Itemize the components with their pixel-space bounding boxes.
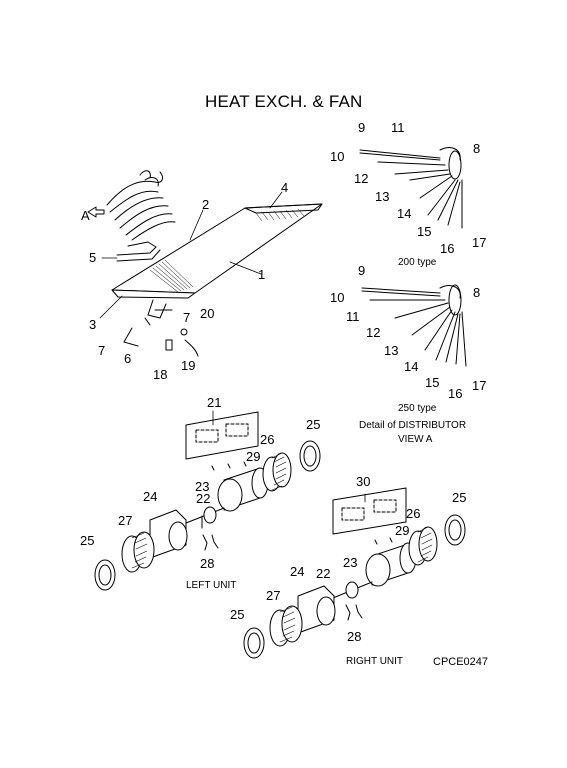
callout-right-25-right: 25 [452, 490, 467, 505]
callout-4: 4 [281, 180, 289, 195]
distributor-250 [361, 284, 467, 367]
callout-left-25-left: 25 [80, 533, 95, 548]
caption-200-type: 200 type [398, 257, 437, 268]
caption-view-a: VIEW A [398, 434, 433, 445]
callout-200-16: 16 [440, 241, 455, 256]
caption-left-unit: LEFT UNIT [186, 580, 237, 591]
callout-7-left: 7 [98, 343, 106, 358]
left-fan-unit [94, 411, 321, 591]
callout-left-28: 28 [200, 556, 215, 571]
callout-left-25-right: 25 [306, 417, 321, 432]
callout-250-14: 14 [404, 359, 419, 374]
drawing-code: CPCE0247 [433, 656, 489, 668]
callout-250-12: 12 [366, 325, 381, 340]
callout-left-23: 23 [195, 479, 210, 494]
callout-right-30: 30 [356, 474, 371, 489]
heat-exchanger [87, 170, 323, 299]
callout-200-15: 15 [417, 224, 432, 239]
callout-250-15: 15 [425, 375, 440, 390]
callout-right-29: 29 [395, 523, 410, 538]
caption-detail-distributor: Detail of DISTRIBUTOR [359, 420, 467, 431]
callout-3: 3 [89, 317, 97, 332]
callout-left-24: 24 [143, 489, 158, 504]
diagram-title: HEAT EXCH. & FAN [205, 92, 363, 111]
callout-200-8: 8 [473, 141, 481, 156]
callout-right-23: 23 [343, 555, 358, 570]
callout-250-10: 10 [330, 290, 345, 305]
callout-left-26: 26 [260, 432, 275, 447]
callout-200-10: 10 [330, 149, 345, 164]
callout-20: 20 [200, 306, 215, 321]
caption-right-unit: RIGHT UNIT [346, 656, 404, 667]
callout-250-16: 16 [448, 386, 463, 401]
callout-right-27: 27 [266, 588, 281, 603]
callout-right-24: 24 [290, 564, 305, 579]
callout-left-22: 22 [196, 491, 211, 506]
callout-1: 1 [258, 267, 266, 282]
callout-250-17: 17 [472, 378, 487, 393]
callout-6: 6 [124, 351, 132, 366]
callout-200-13: 13 [375, 189, 390, 204]
callout-7-right: 7 [183, 310, 191, 325]
callout-5: 5 [89, 250, 97, 265]
callout-right-22: 22 [316, 566, 331, 581]
callout-left-27: 27 [118, 513, 133, 528]
view-marker-a: A [81, 208, 90, 223]
fittings [123, 299, 199, 357]
callout-200-11: 11 [391, 120, 405, 135]
right-fan-unit [243, 487, 466, 659]
callout-right-28: 28 [347, 629, 362, 644]
callout-200-17: 17 [472, 235, 487, 250]
callout-250-13: 13 [384, 343, 399, 358]
callout-19: 19 [181, 358, 196, 373]
callout-200-12: 12 [354, 171, 369, 186]
callout-left-21: 21 [207, 395, 222, 410]
callout-right-25-left: 25 [230, 607, 245, 622]
distributor-200 [359, 147, 463, 229]
callout-right-26: 26 [406, 506, 421, 521]
leader-lines [99, 191, 366, 503]
callout-2: 2 [202, 197, 210, 212]
callout-18: 18 [153, 367, 168, 382]
callout-250-8: 8 [473, 285, 481, 300]
callout-200-14: 14 [397, 206, 412, 221]
caption-250-type: 250 type [398, 403, 437, 414]
callout-200-9: 9 [358, 120, 366, 135]
callout-250-11: 11 [346, 309, 360, 324]
callout-250-9: 9 [358, 263, 366, 278]
callout-left-29: 29 [246, 449, 261, 464]
